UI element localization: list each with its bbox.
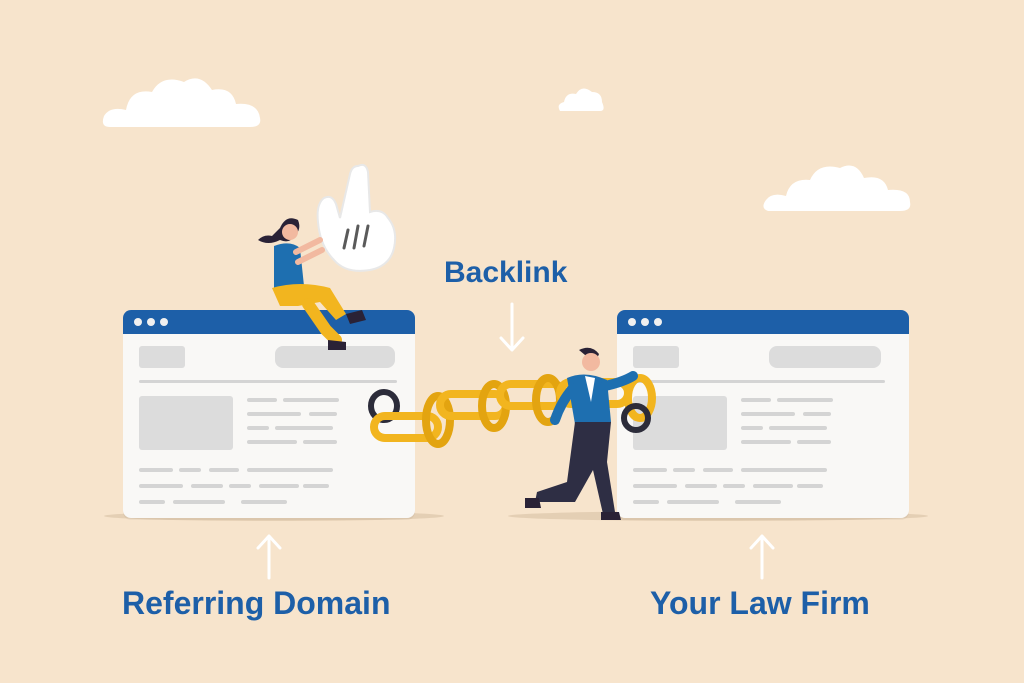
browser-title-bar [123,310,415,334]
text-line [247,398,277,402]
text-line [769,426,827,430]
text-line [777,398,833,402]
text-line [741,468,827,472]
man-figure [525,347,638,520]
window-dot-icon [628,318,636,326]
hand-cursor-icon [316,163,397,272]
text-line [259,484,299,488]
your-law-firm-browser [617,310,909,518]
divider-line [139,380,397,383]
text-line [303,484,329,488]
text-line [803,412,831,416]
text-line [741,426,763,430]
text-line [139,468,173,472]
text-line [735,500,781,504]
search-placeholder [769,346,881,368]
text-line [209,468,239,472]
referring-domain-label: Referring Domain [122,585,391,621]
text-line [139,500,165,504]
text-line [283,398,339,402]
text-line [247,426,269,430]
text-line [741,398,771,402]
text-line [685,484,717,488]
arrow-up-icon [256,534,282,580]
text-line [741,440,791,444]
browser-body [617,334,909,518]
text-line [303,440,337,444]
chain-icon [368,374,656,448]
your-law-firm-label: Your Law Firm [650,585,870,621]
text-line [633,500,659,504]
arrow-down-icon [499,302,525,352]
text-line [275,426,333,430]
text-line [797,440,831,444]
text-line [753,484,793,488]
text-line [309,412,337,416]
browser-body [123,334,415,518]
text-line [633,468,667,472]
window-dot-icon [641,318,649,326]
text-line [139,484,183,488]
logo-placeholder [139,346,185,368]
image-placeholder [139,396,233,450]
cloud-icon-left [102,78,261,127]
arrow-up-icon [749,534,775,580]
text-line [229,484,251,488]
cloud-icon-top [558,88,604,111]
browser-title-bar [617,310,909,334]
text-line [723,484,745,488]
search-placeholder [275,346,395,368]
logo-placeholder [633,346,679,368]
text-line [247,468,333,472]
window-dot-icon [147,318,155,326]
text-line [673,468,695,472]
window-dot-icon [160,318,168,326]
text-line [247,440,297,444]
text-line [703,468,733,472]
text-line [173,500,225,504]
divider-line [633,380,885,383]
text-line [741,412,795,416]
text-line [633,484,677,488]
text-line [667,500,719,504]
text-line [797,484,823,488]
text-line [247,412,301,416]
referring-domain-browser [123,310,415,518]
text-line [179,468,201,472]
window-dot-icon [134,318,142,326]
backlink-label: Backlink [444,256,568,289]
text-line [191,484,223,488]
woman-figure [258,218,366,350]
text-line [241,500,287,504]
window-dot-icon [654,318,662,326]
cloud-icon-right [763,165,911,211]
